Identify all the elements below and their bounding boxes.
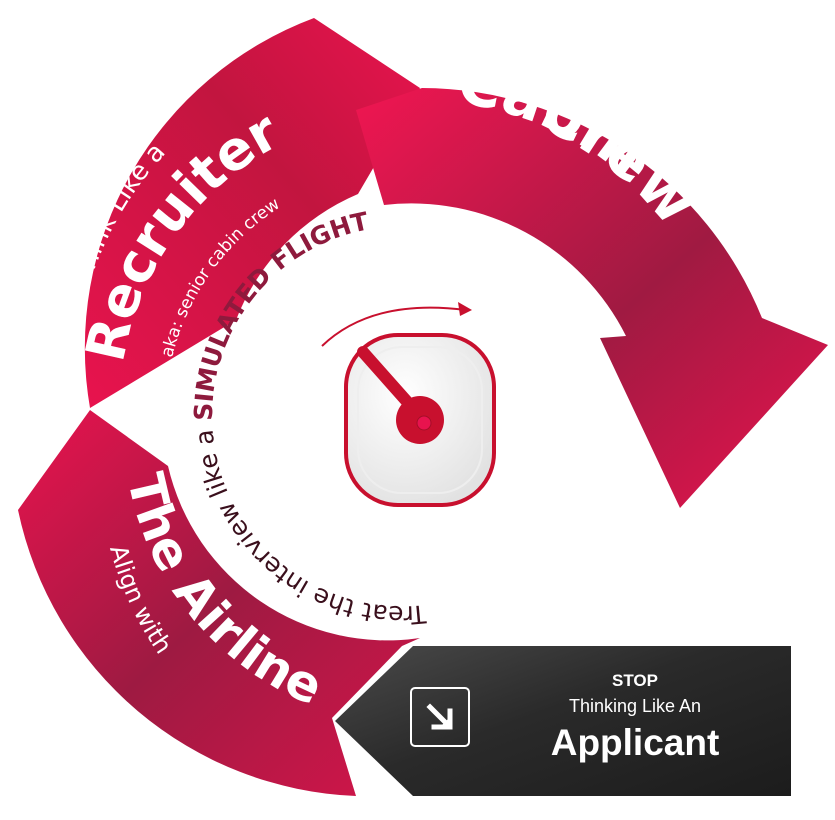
segment-cabin-crew	[356, 88, 828, 508]
stop-box	[335, 646, 791, 796]
arrow-down-right-icon	[410, 687, 470, 747]
stop-applicant-title: Applicant	[550, 722, 720, 763]
segment-airline	[18, 410, 420, 796]
stop-subtitle: Thinking Like An	[568, 696, 702, 716]
dial-arrow-icon	[321, 306, 467, 347]
dial-arrow-head-icon	[458, 302, 472, 316]
stop-label: STOP	[612, 671, 658, 690]
segment-recruiter	[84, 18, 420, 408]
gauge-dial-icon	[344, 333, 496, 507]
